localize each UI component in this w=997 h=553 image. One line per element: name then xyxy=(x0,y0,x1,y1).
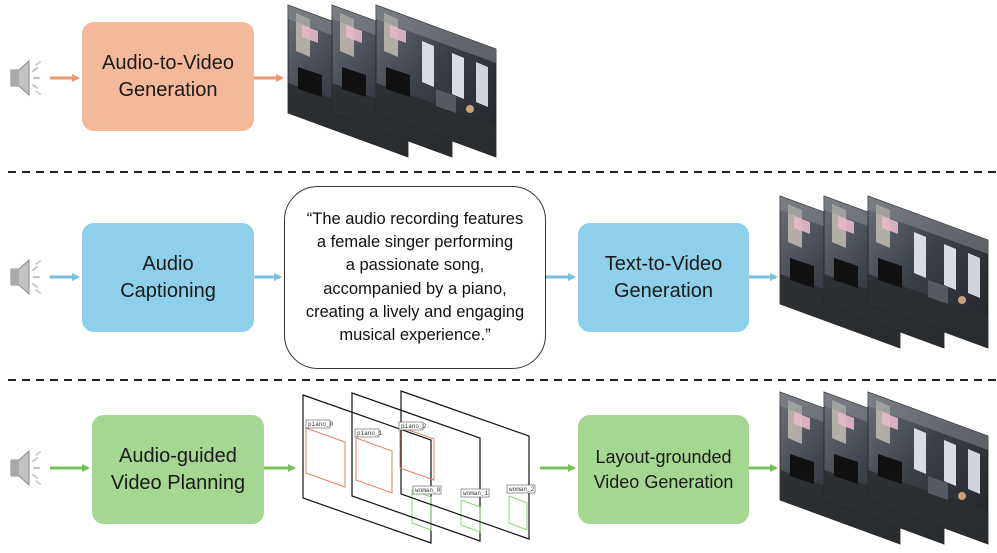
audio-captioning-box: Audio Captioning xyxy=(82,223,254,332)
speaker-icon xyxy=(10,259,41,295)
speaker-icon xyxy=(10,450,41,486)
layout-frames: piano_0 woman_0 piano_1 woman_1 piano_2 … xyxy=(302,390,536,544)
generated-video-frames xyxy=(779,391,989,545)
layout-frame: piano_2 woman_2 xyxy=(398,390,536,540)
generated-video-frames xyxy=(287,4,497,158)
layout-label: woman_1 xyxy=(463,490,489,497)
text-to-video-generation-box: Text-to-Video Generation xyxy=(578,223,749,332)
layout-label: piano_2 xyxy=(401,423,427,430)
generated-video-frames xyxy=(779,195,989,349)
speaker-icon xyxy=(10,60,41,96)
layout-frame: piano_1 woman_1 xyxy=(351,392,490,542)
layout-label: woman_0 xyxy=(415,487,441,494)
layout-label: piano_0 xyxy=(308,421,334,428)
audio-guided-video-planning-box: Audio-guided Video Planning xyxy=(92,415,264,524)
layout-frame: piano_0 woman_0 xyxy=(302,394,442,544)
layout-label: woman_2 xyxy=(509,486,535,493)
layout-label: piano_1 xyxy=(357,430,383,437)
layout-grounded-video-generation-box: Layout-grounded Video Generation xyxy=(578,415,749,524)
audio-caption-text: “The audio recording features a female s… xyxy=(284,186,546,369)
audio-to-video-generation-box: Audio-to-Video Generation xyxy=(82,22,254,131)
